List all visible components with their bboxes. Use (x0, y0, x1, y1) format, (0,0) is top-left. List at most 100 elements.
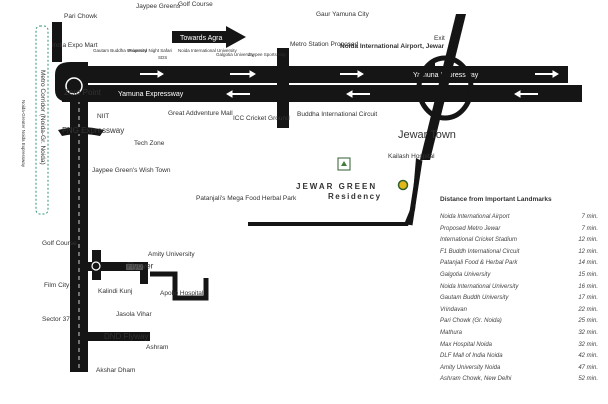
distance-place: Proposed Metro Jewar (440, 225, 501, 232)
distance-row: Mathura 32 min. (440, 328, 598, 340)
distance-time: 14 min. (578, 260, 598, 267)
project-name: JEWAR GREEN (296, 182, 377, 191)
distance-table-title: Distance from Important Landmarks (440, 196, 552, 203)
fng-expressway-label: FNG Expressway (62, 126, 124, 135)
distance-place: International Cricket Stadium (440, 237, 518, 244)
jaypee-wish-town-label: Jaypee Green's Wish Town (92, 167, 171, 174)
noida-intl-univ-label: Noida International University (178, 48, 238, 53)
golf-course-left-label: Golf Course (42, 240, 77, 247)
distance-time: 12 min. (578, 237, 598, 244)
distance-time: 17 min. (578, 295, 598, 302)
distance-row: Max Hospital Noida 32 min. (440, 340, 598, 352)
distance-row: Ashram Chowk, New Delhi 52 min. (440, 374, 598, 386)
place-labels: Pari Chowk Jaypee Greens Golf Course Gau… (42, 1, 456, 374)
arrow-right-icon (230, 70, 256, 78)
distance-time: 7 min. (581, 214, 598, 220)
zero-point-label: Zero Point (64, 88, 102, 97)
night-safari-label: Proposed Night Safari (128, 48, 172, 53)
metro-station-road (277, 48, 289, 128)
distance-place: DLF Mall of India Noida (440, 353, 503, 360)
amity-university-label: Amity University (148, 251, 195, 258)
arrow-left-icon (514, 90, 538, 98)
akshar-dham-label: Akshar Dham (96, 367, 135, 374)
noida-airport-label: Noida International Airport, Jewar (340, 43, 445, 50)
distance-row: Amity University Noida 47 min. (440, 363, 598, 375)
house-icon (337, 157, 351, 171)
pari-chowk-label: Pari Chowk (64, 13, 98, 20)
fng-expressway: FNG Expressway (58, 126, 124, 136)
distance-place: Noida International University (440, 283, 519, 290)
arrow-right-icon (340, 70, 364, 78)
distance-place: Patanjali Food & Herbal Park (440, 260, 518, 267)
pari-chowk-connector (52, 22, 62, 62)
film-city-label: Film City (44, 282, 70, 289)
sector-37-label: Sector 37 (42, 316, 70, 323)
jewar-town-label: Jewar Town (398, 129, 456, 141)
towards-agra-arrow: Towards Agra (172, 26, 246, 48)
metro-corridor: Metro Corridor (Noida-Gr. Noida) (35, 25, 49, 215)
distance-place: Amity University Noida (440, 364, 501, 371)
flyover-marker (126, 264, 143, 270)
distance-place: Ashram Chowk, New Delhi (440, 376, 512, 383)
golf-course-top-label: Golf Course (178, 1, 213, 8)
jewar-road (407, 159, 423, 226)
dnd-flyway: DND Flyway (88, 332, 150, 341)
distance-place: Gautam Buddh University (440, 295, 509, 302)
distance-place: Pari Chowk (Gr. Noida) (440, 318, 502, 325)
project-subtitle: Residency (328, 192, 382, 201)
zero-point-marker: Zero Point (64, 77, 102, 97)
project-logo: JEWAR GREEN Residency (296, 157, 409, 201)
galgotia-univ-label: Galgotia University (216, 52, 255, 57)
distance-place: Max Hospital Noida (440, 341, 493, 348)
yamuna-expressway-bottom-label: Yamuna Expressway (118, 91, 184, 98)
distance-place: F1 Buddh International Circuit (440, 248, 520, 255)
roundabout-icon (91, 261, 101, 271)
ashram-label: Ashram (146, 344, 168, 351)
distance-time: 16 min. (578, 283, 598, 290)
distance-row: DLF Mall of India Noida 42 min. (440, 351, 598, 363)
india-expo-mart-label: India Expo Mart (52, 42, 98, 49)
arrow-right-icon (535, 70, 559, 78)
flyover-label: Flyover (127, 262, 154, 271)
icc-cricket-ground-label: ICC Cricket Ground (233, 115, 290, 122)
metro-station-label: Metro Station Proposed (290, 41, 359, 48)
amity-junction-roads: Flyover (88, 250, 209, 301)
jewar-interchange (248, 14, 474, 226)
dnd-flyway-label: DND Flyway (104, 332, 148, 341)
sds-label: SDS (158, 55, 167, 60)
great-adventure-mall-label: Great Addventure Mall (168, 110, 233, 117)
distance-place: Mathura (440, 329, 463, 336)
main-vertical-road (70, 62, 88, 372)
distance-time: 25 min. (578, 318, 598, 325)
distance-row: Patanjali Food & Herbal Park 14 min. (440, 258, 598, 270)
distance-time: 32 min. (578, 329, 598, 336)
distance-time: 42 min. (578, 353, 598, 360)
distance-row: Gautam Buddh University 17 min. (440, 293, 598, 305)
distance-time: 52 min. (578, 376, 598, 383)
distance-time: 7 min. (581, 225, 598, 232)
arrow-left-icon (226, 90, 250, 98)
distance-time: 32 min. (578, 341, 598, 348)
side-road-note: Noida-Greater Noida Expressway (21, 100, 26, 168)
buddha-circuit-label: Buddha International Circuit (297, 111, 377, 118)
tech-zone-label: Tech Zone (134, 140, 165, 147)
gautam-buddha-univ-label: Gautam Buddha University (93, 48, 148, 53)
jaypee-sports-city-label: Jaypee Sports City (248, 52, 287, 57)
apollo-hospital-label: Apollo Hospital (160, 290, 204, 297)
distance-place: Galgotia University (440, 271, 491, 278)
distance-row: Pari Chowk (Gr. Noida) 25 min. (440, 316, 598, 328)
kalindi-kunj-label: Kalindi Kunj (98, 288, 132, 295)
metro-corridor-label: Metro Corridor (Noida-Gr. Noida) (39, 70, 46, 165)
gaur-yamuna-city-label: Gaur Yamuna City (316, 11, 370, 18)
patanjali-label: Patanjali's Mega Food Herbal Park (196, 195, 297, 202)
direction-arrows (140, 70, 559, 98)
distance-time: 47 min. (578, 364, 598, 371)
project-location-icon (397, 179, 409, 191)
yamuna-expressway: Yamuna Expressway Yamuna Expressway (55, 62, 582, 102)
